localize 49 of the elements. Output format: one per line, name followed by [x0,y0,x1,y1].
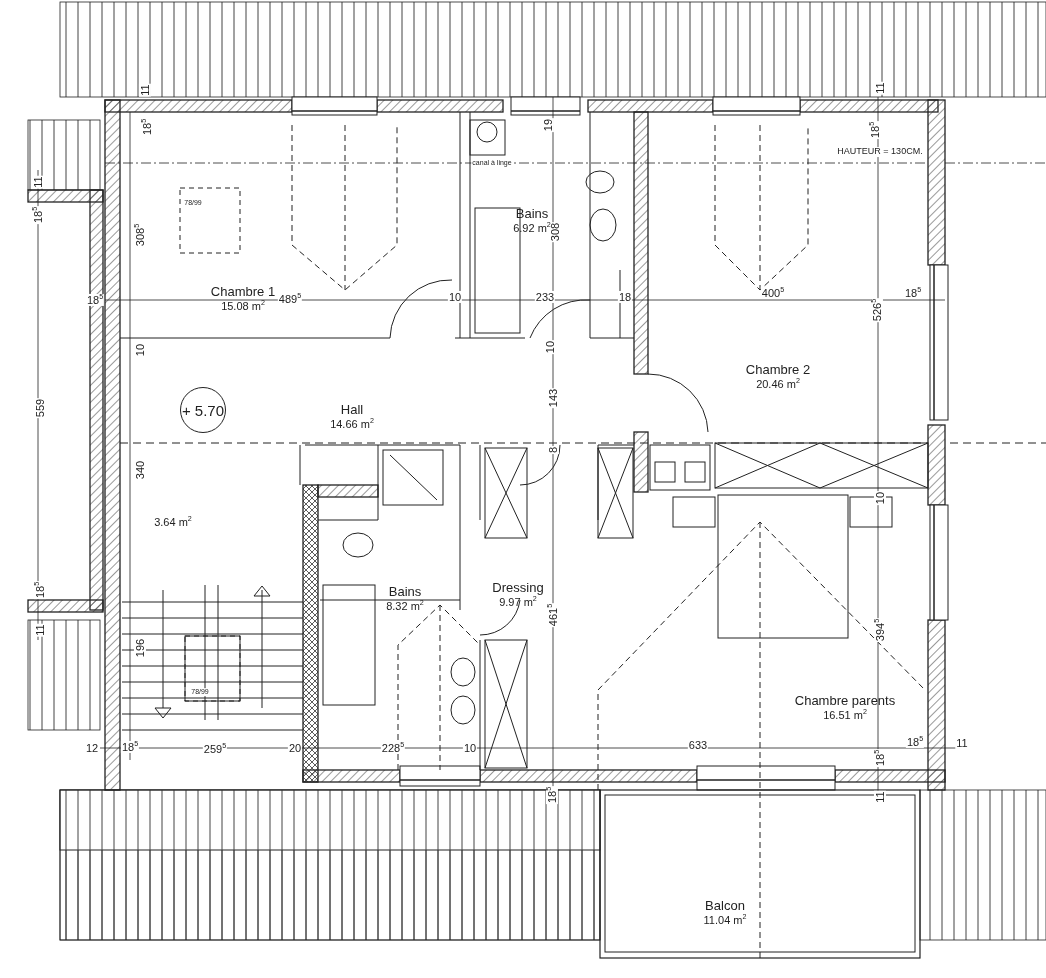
dimension-label: 10 [543,339,557,355]
dimension-label: 11 [873,81,887,95]
dimension-label: 10 [462,741,478,755]
room-area: 3.64 m$^{2}$ [154,516,192,530]
dimension-label: 259$^{5}$ [202,742,228,756]
dimension-label: 18$^{5}$ [85,293,105,307]
dimension-label: 340 [133,459,147,481]
dimension-label: 10 [873,490,887,506]
room-area: 20.46 m$^{2}$ [745,377,811,391]
dimension-label: 8 [546,445,560,455]
dimension-label: 11 [33,623,47,637]
dimension-label: 18$^{5}$ [903,286,923,300]
dimension-label: 18$^{5}$ [120,740,140,754]
dimension-label: 633 [687,738,709,752]
dimension-label: 143 [546,387,560,409]
dimension-label: 11 [138,83,152,97]
dimension-label: 400$^{5}$ [760,286,786,300]
plan-note: HAUTEUR = 130CM. [836,147,924,157]
room-name: Dressing [492,580,544,596]
room-name: Balcon [704,898,746,914]
room-name: Hall [339,402,365,418]
room-area: 14.66 m$^{2}$ [330,417,374,431]
room-area: 8.32 m$^{2}$ [386,599,424,613]
dimension-label: 11 [873,790,887,804]
dimension-label: 489$^{5}$ [277,292,303,306]
level-marker: + 5.70 [180,387,226,433]
dimension-label: 228$^{5}$ [380,741,406,755]
dimension-label: 233 [534,290,556,304]
dimension-label: 18$^{5}$ [905,735,925,749]
dimension-label: 559 [33,397,47,419]
room-area: 16.51 m$^{2}$ [794,708,896,722]
room-area: 15.08 m$^{2}$ [210,299,276,313]
dimension-label: 11 [31,175,45,189]
dimension-label: 20 [287,741,303,755]
room-area: 11.04 m$^{2}$ [703,913,747,927]
room-name: Bains [387,584,423,600]
room-name: Chambre 2 [745,362,811,378]
dimension-label: 10 [447,290,463,304]
room-name: Chambre parents [794,693,896,709]
dimension-label: 11 [955,736,969,750]
room-name: Bains [514,206,550,222]
room-area: 9.97 m$^{2}$ [492,595,544,609]
room-area: 6.92 m$^{2}$ [513,221,551,235]
dimension-label: 10 [133,342,147,358]
room-name: Chambre 1 [210,284,276,300]
dimension-label: 196 [133,637,147,659]
dimension-label: 18 [617,290,633,304]
dimension-label: 12 [84,741,100,755]
dimension-label: 19 [541,117,555,133]
